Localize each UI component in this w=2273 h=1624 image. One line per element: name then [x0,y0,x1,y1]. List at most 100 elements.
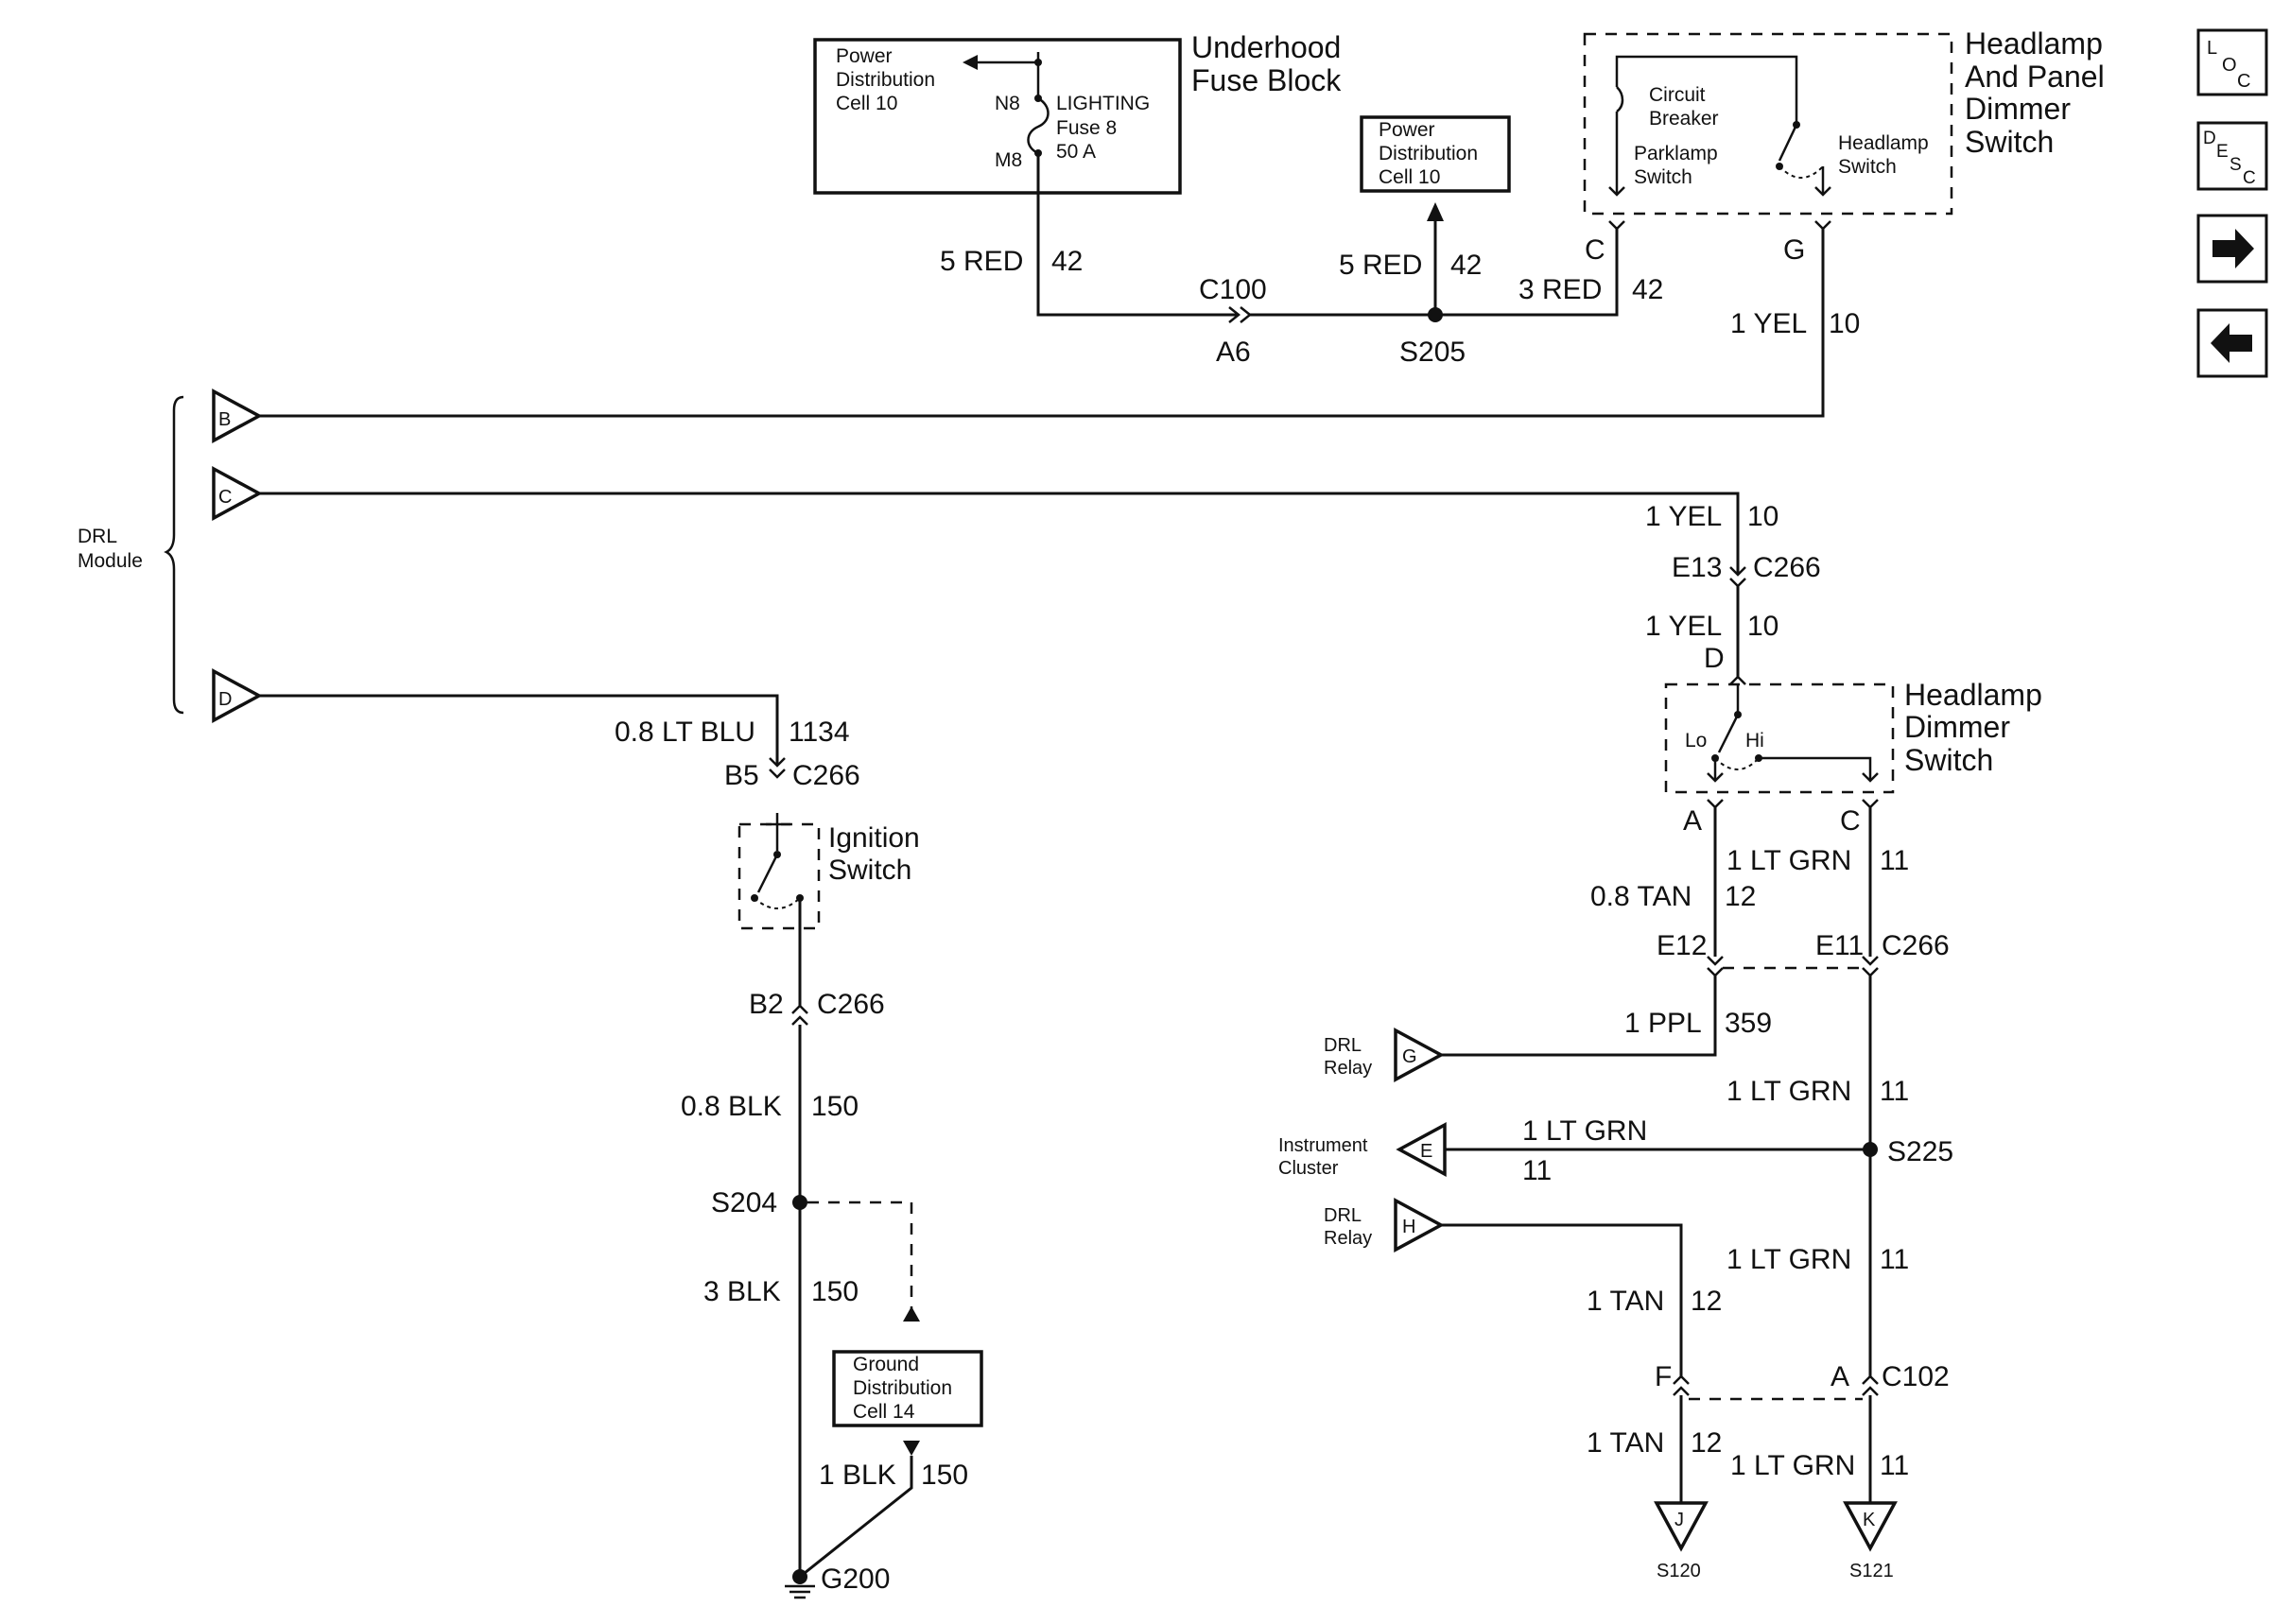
c102-label: C102 [1882,1361,1950,1392]
w16-num: 11 [1880,1244,1909,1275]
wire-1tan-12-a [1441,1223,1683,1376]
underhood-title-2: Fuse Block [1191,63,1342,97]
s121-label: S121 [1849,1561,1894,1581]
pd-cell-label-3: Cell 10 [1379,166,1440,188]
pin-a2-label: A [1831,1361,1849,1392]
desc-letter-3: S [2230,155,2242,175]
hds-title-1: Headlamp [1904,678,2042,712]
connector-c100 [1228,306,1435,323]
w10-color: 1 BLK [819,1460,896,1491]
w3-num: 42 [1632,274,1663,305]
pd-cell-label-1: Power [1379,119,1435,141]
w8-color: 0.8 BLK [681,1091,782,1122]
power-distribution-cell-10: Power Distribution Cell 10 [1360,115,1511,193]
c266-label-d: C266 [1882,930,1950,961]
w19-color: 1 LT GRN [1730,1450,1855,1481]
arrow-right-icon [2212,229,2254,268]
w1-num: 42 [1051,246,1083,277]
pin-m8: M8 [995,149,1022,171]
drl-pin-d [212,668,263,723]
w4-color: 1 YEL [1730,308,1807,339]
relay-g-label-2: Relay [1324,1058,1372,1079]
cb-label-2: Breaker [1649,108,1719,130]
offpage-g [1394,1028,1445,1082]
wire-1blk-150 [799,1456,913,1579]
offpage-e-label: E [1420,1141,1432,1162]
wire-0.8ltblu-1134 [259,694,779,766]
parklamp-label-2: Switch [1634,166,1692,188]
b5-label: B5 [724,760,759,791]
desc-letter-2: E [2216,142,2229,162]
offpage-h [1394,1198,1445,1253]
pin-g-label: G [1783,234,1805,266]
s225-label: S225 [1887,1136,1953,1167]
gd-label-2: Distribution [853,1377,952,1399]
hpd-title-1: Headlamp [1965,26,2103,60]
g200-label: G200 [821,1564,890,1595]
relay-g-label-1: DRL [1324,1035,1362,1056]
wire-1yel-10-b [259,229,1825,418]
wire-1yel-10-c [259,492,1740,575]
offpage-k [1843,1501,1898,1552]
cb-label-1: Circuit [1649,84,1706,106]
loc-letter-1: L [2207,38,2217,59]
pd-cell-label-2: Distribution [1379,143,1478,164]
w2-num: 42 [1450,250,1482,281]
drl-pin-b-label: B [218,409,231,430]
c266-label-a: C266 [1753,552,1821,583]
e11-label: E11 [1815,930,1864,961]
underhood-fuse-block: Power Distribution Cell 10 N8 M8 LIGHTIN… [813,30,1342,195]
offpage-j-label: J [1674,1510,1684,1530]
fuse-label-2: Fuse 8 [1056,117,1117,139]
w13-color: 1 PPL [1624,1008,1702,1039]
prev-button[interactable] [2196,308,2268,378]
w13-num: 359 [1725,1008,1772,1039]
hs-label-2: Switch [1838,156,1897,178]
drl-pin-c-label: C [218,487,232,508]
drl-bracket [164,395,184,715]
next-button[interactable] [2196,214,2268,284]
loc-button[interactable]: L O C [2196,28,2268,96]
pd-label-2: Distribution [836,69,935,91]
offpage-g-label: G [1402,1046,1417,1067]
hpd-title-3: Dimmer [1965,92,2071,126]
pin-d-label: D [1704,643,1725,674]
pin-f-label: F [1655,1361,1672,1392]
w11-color: 1 LT GRN [1726,845,1851,876]
hi-label: Hi [1745,730,1764,752]
w15-num: 11 [1522,1155,1552,1186]
drl-label-1: DRL [78,526,117,547]
s205-label: S205 [1399,337,1466,368]
w16-color: 1 LT GRN [1726,1244,1851,1275]
arrow-up-icon [1427,202,1444,221]
w5-color: 1 YEL [1645,501,1722,532]
fuse-label-1: LIGHTING [1056,93,1150,114]
ignition-label-2: Switch [828,855,911,886]
desc-button[interactable]: D E S C [2196,121,2268,191]
hs-label-1: Headlamp [1838,132,1929,154]
drl-label-2: Module [78,550,143,572]
ic-label-1: Instrument [1278,1135,1368,1156]
s120-label: S120 [1657,1561,1701,1581]
relay-h-label-2: Relay [1324,1228,1372,1249]
hds-title-2: Dimmer [1904,710,2010,744]
w12-color: 0.8 TAN [1590,881,1692,912]
pin-a-label: A [1683,805,1702,837]
ignition-label-1: Ignition [828,822,920,854]
w10-num: 150 [921,1460,968,1491]
w9-num: 150 [811,1276,859,1307]
w12-num: 12 [1725,881,1756,912]
headlamp-panel-dimmer-switch: Circuit Breaker Parklamp Switch Headlamp… [1583,26,2105,216]
w4-num: 10 [1829,308,1860,339]
ground-distribution-cell-14: Ground Distribution Cell 14 [832,1350,983,1427]
w17-num: 12 [1691,1286,1722,1317]
underhood-title-1: Underhood [1191,30,1341,64]
drl-module: DRL Module B C D [78,389,263,723]
ignition-switch: Ignition Switch [737,813,920,930]
w6-color: 1 YEL [1645,611,1722,642]
drl-pin-b [212,389,263,443]
w1-color: 5 RED [940,246,1023,277]
headlamp-dimmer-switch: Lo Hi Headlamp Dimmer Switch [1664,678,2042,794]
w17-color: 1 TAN [1587,1286,1664,1317]
